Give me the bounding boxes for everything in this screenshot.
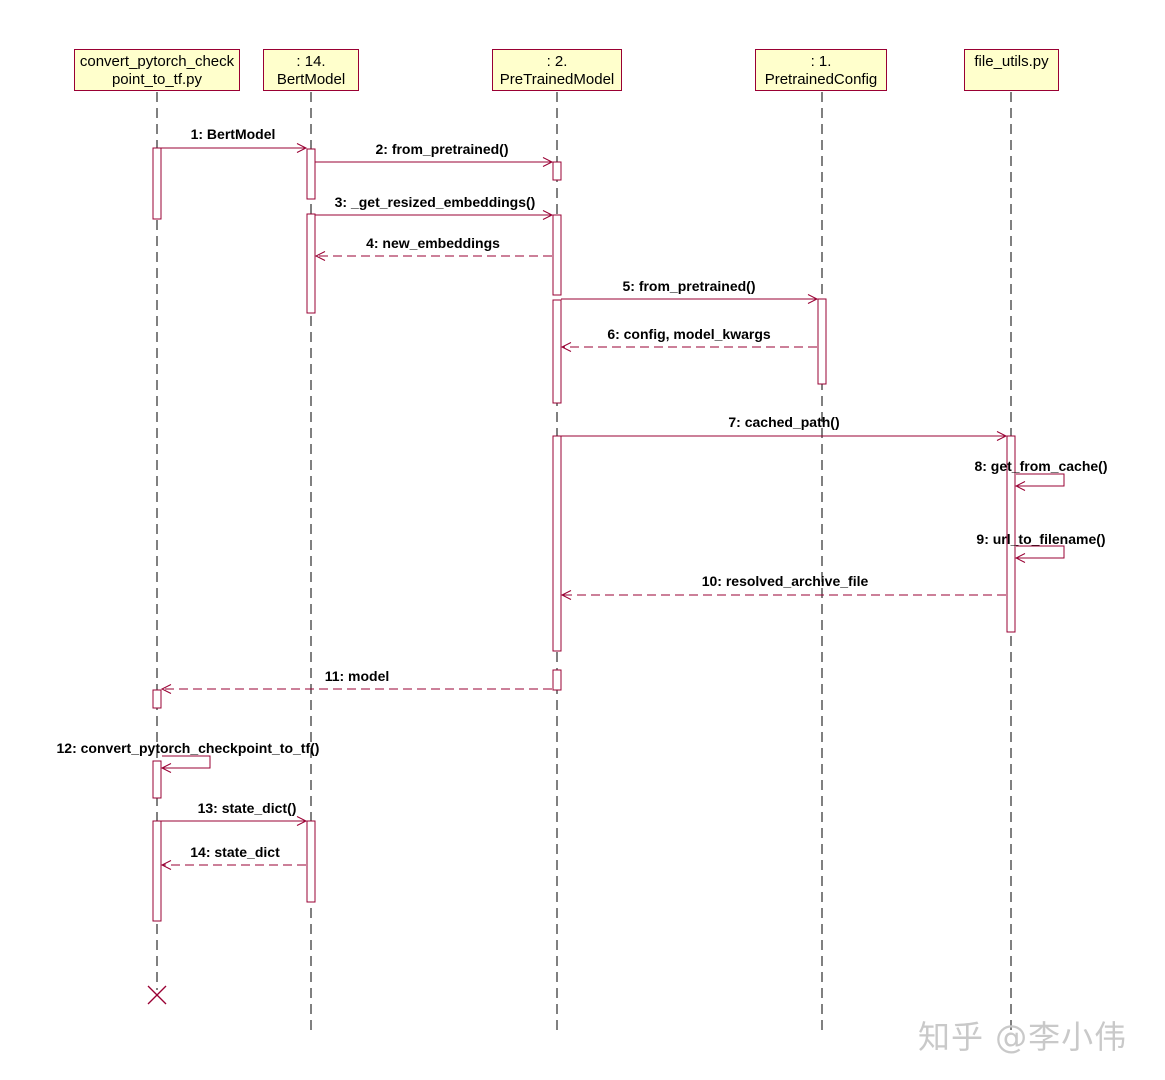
message-arrowhead: [160, 860, 172, 870]
message-label: 6: config, model_kwargs: [607, 326, 771, 342]
activation-bar: [152, 760, 162, 799]
message-arrowhead: [542, 157, 554, 167]
activation-bar: [306, 820, 316, 903]
message-arrowhead: [296, 143, 308, 153]
message-label: 11: model: [325, 668, 390, 684]
message-label: 12: convert_pytorch_checkpoint_to_tf(): [57, 740, 320, 756]
message-arrowhead: [560, 590, 572, 600]
object-title-line2: PreTrainedModel: [499, 71, 615, 88]
activation-bar: [306, 213, 316, 314]
message-arrow-self: [1016, 545, 1065, 559]
message-label: 1: BertModel: [191, 126, 276, 142]
message-label: 14: state_dict: [190, 844, 280, 860]
message-label: 3: _get_resized_embeddings(): [335, 194, 536, 210]
object-title-line1: : 1.: [810, 53, 832, 70]
object-title-line2: PretrainedConfig: [764, 71, 878, 88]
activation-bar: [552, 214, 562, 296]
activation-bar: [552, 299, 562, 404]
message-label: 13: state_dict(): [198, 800, 297, 816]
activation-bar: [1006, 435, 1016, 633]
activation-bar: [552, 161, 562, 181]
watermark-text: 知乎 @李小伟: [918, 1018, 1128, 1056]
activation-bar: [552, 435, 562, 652]
object-title-line2: BertModel: [276, 71, 346, 88]
object-title-line1: file_utils.py: [974, 53, 1049, 70]
activation-bar: [152, 820, 162, 922]
message-arrowhead: [296, 816, 308, 826]
activation-bar: [152, 147, 162, 220]
message-label: 10: resolved_archive_file: [702, 573, 869, 589]
object-title-line1: convert_pytorch_check: [79, 53, 235, 70]
message-arrowhead: [1014, 481, 1026, 491]
message-arrowhead: [314, 251, 326, 261]
object-title-line2: point_to_tf.py: [111, 71, 203, 88]
message-arrow-self: [162, 755, 211, 769]
object-pretrainedconfig: : 1. PretrainedConfig: [755, 49, 887, 91]
activation-bar: [817, 298, 827, 385]
message-arrowhead: [160, 684, 172, 694]
message-label: 4: new_embeddings: [366, 235, 500, 251]
message-label: 9: url_to_filename(): [976, 531, 1105, 547]
message-label: 8: get_from_cache(): [974, 458, 1107, 474]
message-label: 2: from_pretrained(): [375, 141, 508, 157]
activation-bar: [552, 669, 562, 691]
object-convert-pytorch-checkpoint: convert_pytorch_check point_to_tf.py: [74, 49, 240, 91]
activation-bar: [306, 148, 316, 200]
message-arrowhead: [996, 431, 1008, 441]
object-title-line1: : 14.: [296, 53, 326, 70]
object-title-line1: : 2.: [546, 53, 568, 70]
message-arrowhead: [1014, 553, 1026, 563]
message-arrowhead: [807, 294, 819, 304]
message-label: 7: cached_path(): [728, 414, 839, 430]
message-arrow-self: [1016, 473, 1065, 487]
message-arrowhead: [160, 763, 172, 773]
message-arrowhead: [542, 210, 554, 220]
object-pretrainedmodel: : 2. PreTrainedModel: [492, 49, 622, 91]
object-bertmodel: : 14. BertModel: [263, 49, 359, 91]
object-file-utils: file_utils.py: [964, 49, 1059, 91]
activation-bar: [152, 689, 162, 709]
destroy-marker-stroke-b: [147, 985, 167, 1005]
message-label: 5: from_pretrained(): [622, 278, 755, 294]
message-arrowhead: [560, 342, 572, 352]
